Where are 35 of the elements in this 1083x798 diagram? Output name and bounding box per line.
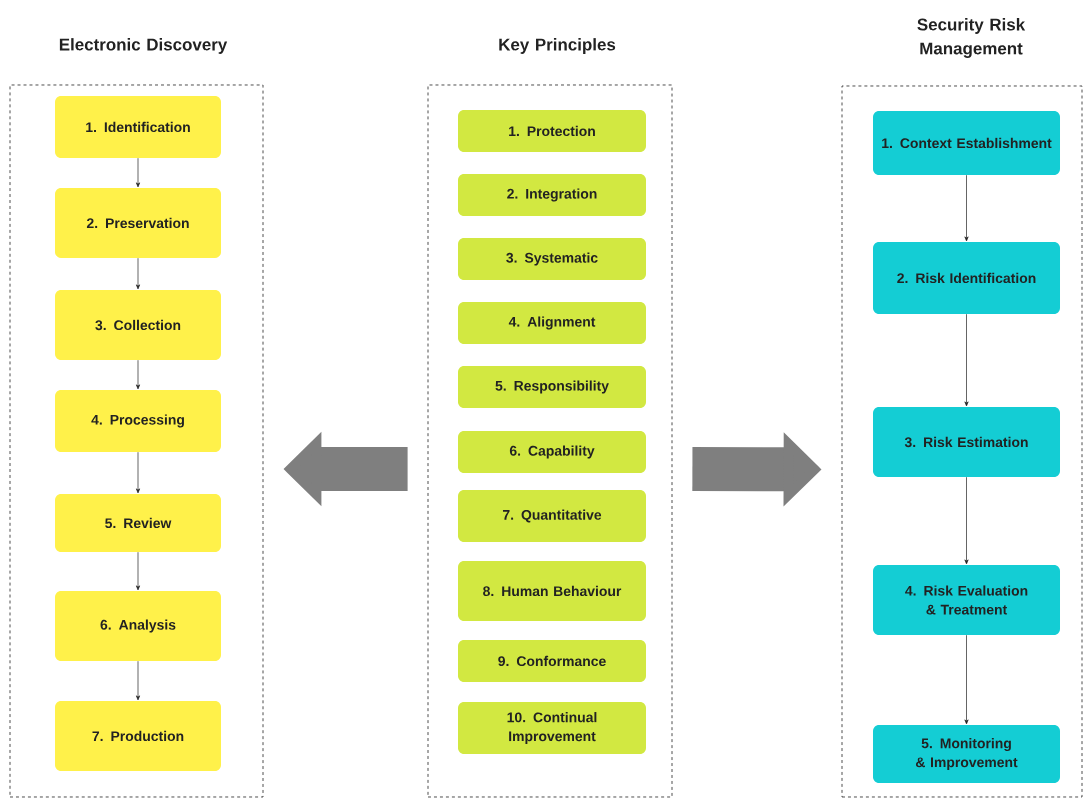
process-box: 10. Continual Improvement	[458, 702, 646, 754]
process-box: 8. Human Behaviour	[458, 561, 646, 621]
arrow	[135, 551, 141, 591]
arrow	[135, 359, 141, 390]
process-box: 1. Context Establishment	[873, 111, 1060, 175]
process-box: 1. Identification	[55, 96, 221, 158]
process-box: 3. Systematic	[458, 238, 646, 280]
arrow	[964, 174, 969, 242]
arrow	[135, 257, 141, 290]
arrow	[964, 313, 969, 407]
process-box: 4. Processing	[55, 390, 221, 452]
arrow	[135, 660, 141, 701]
process-box: 3. Collection	[55, 290, 221, 360]
process-box: 7. Production	[55, 701, 221, 771]
process-box: 2. Integration	[458, 174, 646, 216]
panel-title: Key Principles	[499, 38, 616, 54]
panel-title: Electronic Discovery	[59, 38, 228, 54]
process-box: 3. Risk Estimation	[873, 407, 1060, 477]
process-box: 5. Responsibility	[458, 366, 646, 408]
panel-title: Security Risk Management	[917, 18, 1026, 58]
arrow	[135, 157, 141, 188]
process-box: 9. Conformance	[458, 640, 646, 682]
process-box: 5. Review	[55, 494, 221, 552]
process-box: 1. Protection	[458, 110, 646, 152]
process-box: 4. Risk Evaluation & Treatment	[873, 565, 1060, 635]
process-box: 7. Quantitative	[458, 490, 646, 542]
arrow	[135, 451, 141, 494]
process-box: 6. Analysis	[55, 591, 221, 661]
arrow	[964, 476, 969, 565]
arrow	[964, 634, 969, 725]
process-box: 2. Preservation	[55, 188, 221, 258]
process-box: 6. Capability	[458, 431, 646, 473]
process-box: 2. Risk Identification	[873, 242, 1060, 314]
process-box: 5. Monitoring & Improvement	[873, 725, 1060, 783]
process-box: 4. Alignment	[458, 302, 646, 344]
